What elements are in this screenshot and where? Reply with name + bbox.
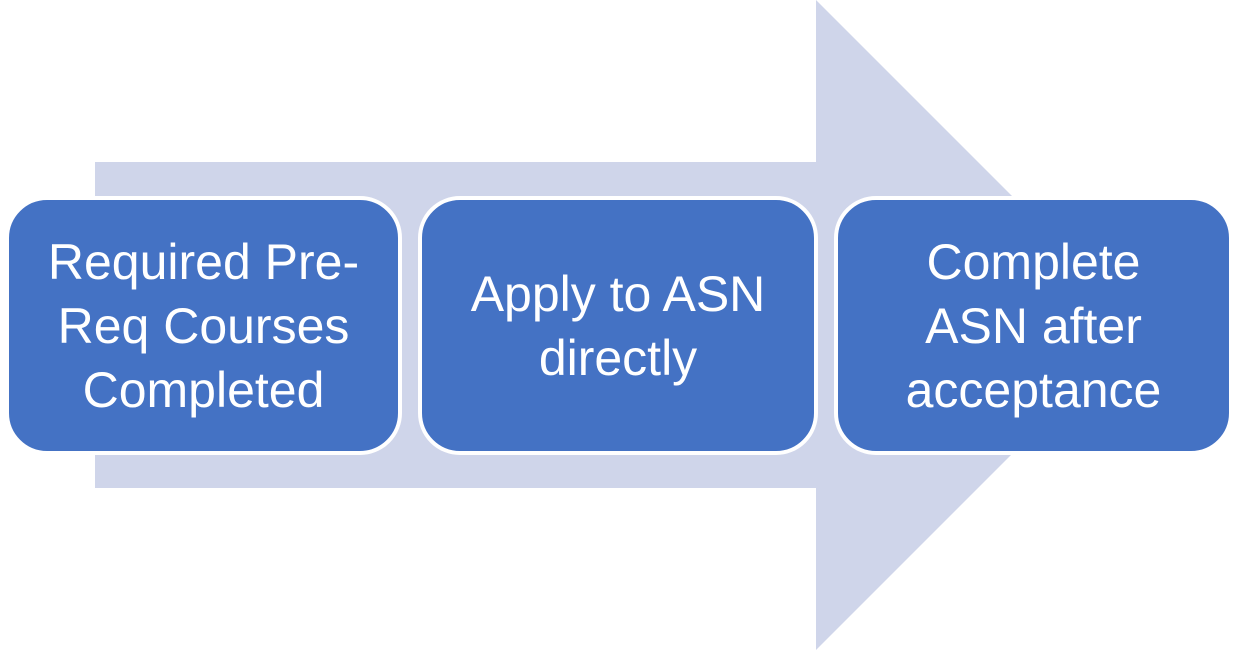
step-label: Complete ASN after acceptance xyxy=(905,233,1162,418)
step-box-prereq: Required Pre-Req Courses Completed xyxy=(5,196,402,455)
step-box-complete: Complete ASN after acceptance xyxy=(834,196,1233,455)
step-box-apply: Apply to ASN directly xyxy=(418,196,818,455)
step-label: Apply to ASN directly xyxy=(470,265,766,386)
step-label: Required Pre-Req Courses Completed xyxy=(47,233,360,418)
